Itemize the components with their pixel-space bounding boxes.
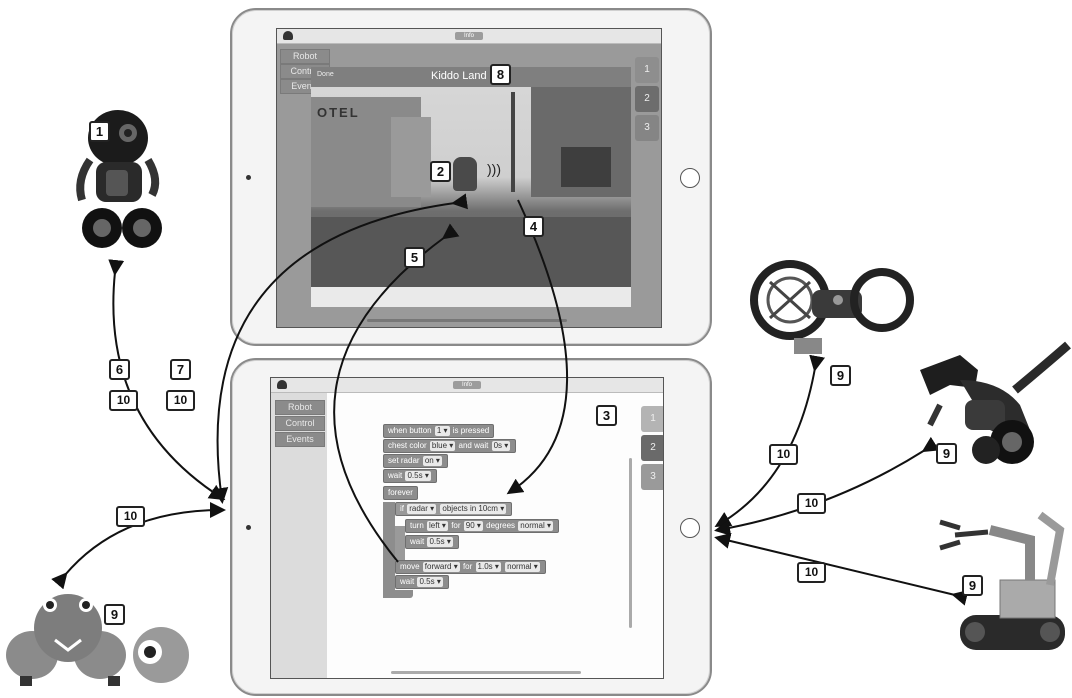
callout-9-sumo: 9 (830, 365, 851, 386)
arrow-robot-to-tablet (212, 193, 468, 504)
scene-panel: Done Kiddo Land OTEL ))) (311, 67, 631, 307)
program-tab-2[interactable]: 2 (641, 435, 663, 461)
palm-tree (511, 92, 515, 192)
block-turn[interactable]: turn left ▾ for 90 ▾ degrees normal ▾ (405, 519, 559, 533)
block-wait[interactable]: wait 0.5s ▾ (395, 575, 449, 589)
program-tab-2[interactable]: 2 (635, 86, 659, 112)
callout-10-sumo: 10 (769, 444, 798, 465)
block-text: wait (400, 577, 415, 586)
forever-loop-end (383, 590, 413, 598)
scene-title: Kiddo Land (431, 70, 487, 82)
virtual-robot (453, 157, 477, 191)
mip-robot-image (76, 110, 162, 248)
arrow-arm-to-tablet (714, 533, 969, 606)
callout-9-dash: 9 (104, 604, 125, 625)
block-text: and wait (458, 441, 489, 450)
block-text: move (400, 562, 420, 571)
callout-7: 7 (170, 359, 191, 380)
block-text: for (462, 562, 473, 571)
storefront (561, 147, 611, 187)
block-text: is pressed (452, 426, 490, 435)
workspace-h-scrollbar[interactable] (391, 671, 581, 674)
callout-4: 4 (523, 216, 544, 237)
top-tablet: Info Robot Control Events 1 2 3 Done Kid… (230, 8, 712, 346)
direction-dropdown[interactable]: left ▾ (427, 521, 448, 531)
bottom-tablet-home-button[interactable] (680, 518, 700, 538)
block-text: if (400, 504, 404, 513)
arrow-radar-link (506, 199, 569, 495)
block-wait[interactable]: wait 0.5s ▾ (405, 535, 459, 549)
workspace-scrollbar[interactable] (629, 458, 632, 628)
callout-10-mip: 10 (109, 390, 138, 411)
miposaur-robot-image (920, 341, 1071, 464)
block-text: degrees (486, 521, 516, 530)
callout-9-miposaur: 9 (936, 443, 957, 464)
callout-5: 5 (404, 247, 425, 268)
info-button[interactable]: Info (455, 32, 483, 40)
top-bar: Info (277, 29, 661, 44)
wait-time-dropdown[interactable]: 0s ▾ (491, 441, 511, 451)
callout-10-virtual: 10 (166, 390, 195, 411)
wait-duration-dropdown[interactable]: 0.5s ▾ (427, 537, 453, 547)
arrow-move-link (333, 223, 460, 563)
callout-10-arm: 10 (797, 562, 826, 583)
sensor-dropdown[interactable]: radar ▾ (407, 504, 437, 514)
tracked-robot-arm-image (939, 511, 1065, 650)
arrow-miposaur-to-tablet (714, 436, 940, 536)
move-direction-dropdown[interactable]: forward ▾ (422, 562, 460, 572)
top-tablet-home-button[interactable] (680, 168, 700, 188)
robot-head-icon (283, 31, 293, 40)
block-text: for (451, 521, 461, 530)
done-button[interactable]: Done (317, 71, 334, 78)
dash-and-dot-robots-image (6, 594, 189, 686)
callout-1: 1 (89, 121, 110, 142)
if-body (395, 526, 405, 560)
callout-2: 2 (430, 161, 451, 182)
speed-dropdown[interactable]: normal ▾ (518, 521, 553, 531)
callout-10-dash: 10 (116, 506, 145, 527)
callout-8: 8 (490, 64, 511, 85)
program-tab-1[interactable]: 1 (635, 57, 659, 83)
move-duration-dropdown[interactable]: 1.0s ▾ (475, 562, 501, 572)
scene-header: Done Kiddo Land (311, 67, 631, 87)
callout-10-miposaur: 10 (797, 493, 826, 514)
callout-3: 3 (596, 405, 617, 426)
move-speed-dropdown[interactable]: normal ▾ (505, 562, 540, 572)
hotel-sign: OTEL (317, 105, 360, 120)
callout-9-arm: 9 (962, 575, 983, 596)
program-tab-1[interactable]: 1 (641, 406, 663, 432)
tab-robot[interactable]: Robot (280, 49, 330, 64)
condition-dropdown[interactable]: objects in 10cm ▾ (440, 504, 507, 514)
left-buildings (391, 117, 431, 197)
bottom-tablet-camera (246, 525, 251, 530)
block-move[interactable]: move forward ▾ for 1.0s ▾ normal ▾ (395, 560, 546, 574)
degrees-dropdown[interactable]: 90 ▾ (463, 521, 483, 531)
program-tab-3[interactable]: 3 (641, 464, 663, 490)
block-text: wait (410, 537, 425, 546)
block-text: turn (410, 521, 424, 530)
callout-6: 6 (109, 359, 130, 380)
radar-wave-icon: ))) (487, 161, 501, 177)
jumping-sumo-robot-image (750, 260, 914, 354)
top-tablet-camera (246, 175, 251, 180)
arrow-mip-to-tablet (108, 259, 226, 501)
program-tab-3[interactable]: 3 (635, 115, 659, 141)
wait-duration-dropdown[interactable]: 0.5s ▾ (417, 577, 443, 587)
top-tablet-screen: Info Robot Control Events 1 2 3 Done Kid… (276, 28, 662, 328)
